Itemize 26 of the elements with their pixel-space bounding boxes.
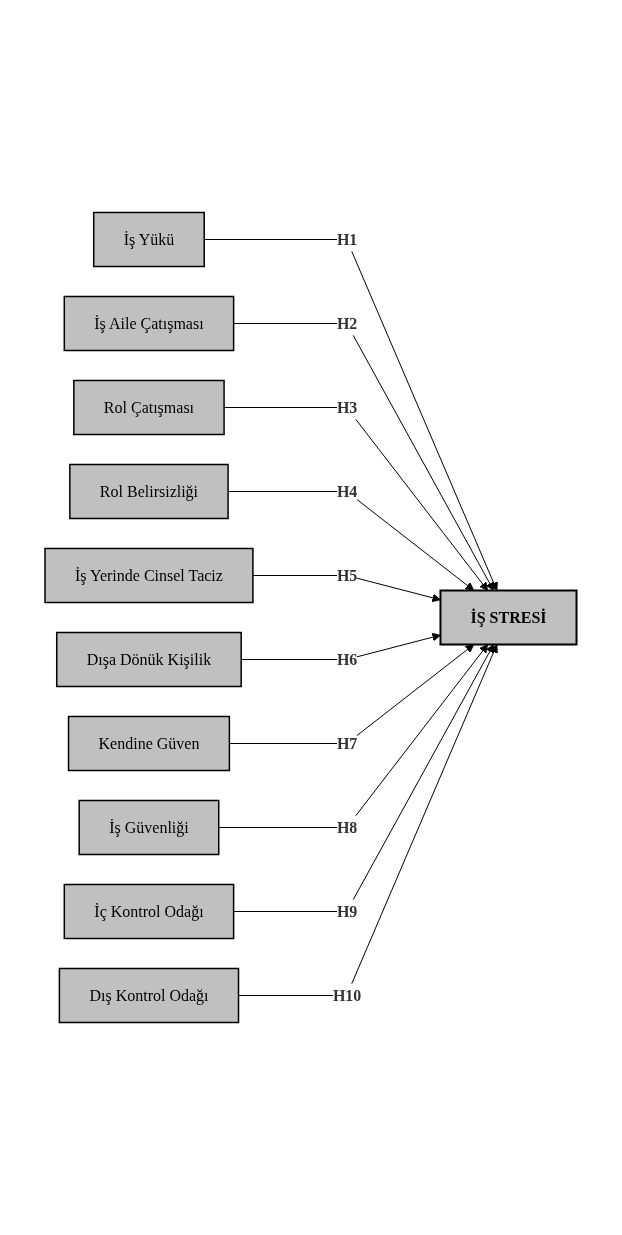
edge-label: H5 [337, 566, 358, 584]
edge-label: H6 [337, 650, 358, 668]
node-box [69, 463, 230, 520]
edge-label: H3 [337, 398, 358, 416]
edge-label: H8 [337, 818, 358, 836]
node-box [44, 547, 254, 604]
node-box [78, 799, 220, 856]
node-box [68, 715, 231, 772]
node-box [63, 295, 235, 352]
edge-label: H1 [337, 230, 358, 248]
arrow [233, 644, 495, 912]
node-box [63, 883, 235, 940]
node-box [56, 631, 243, 688]
edge-label: H4 [337, 482, 358, 500]
arrow [238, 644, 499, 996]
node-box [58, 967, 240, 1024]
node-box [439, 589, 578, 646]
arrow [218, 644, 489, 828]
edge-label: H7 [337, 734, 358, 752]
arrow [233, 323, 495, 591]
edge-label: H10 [333, 986, 362, 1004]
node-box [73, 379, 226, 436]
node-box [93, 211, 206, 268]
arrow [229, 644, 475, 744]
edge-label: H9 [337, 902, 358, 920]
edge-label: H2 [337, 314, 358, 332]
